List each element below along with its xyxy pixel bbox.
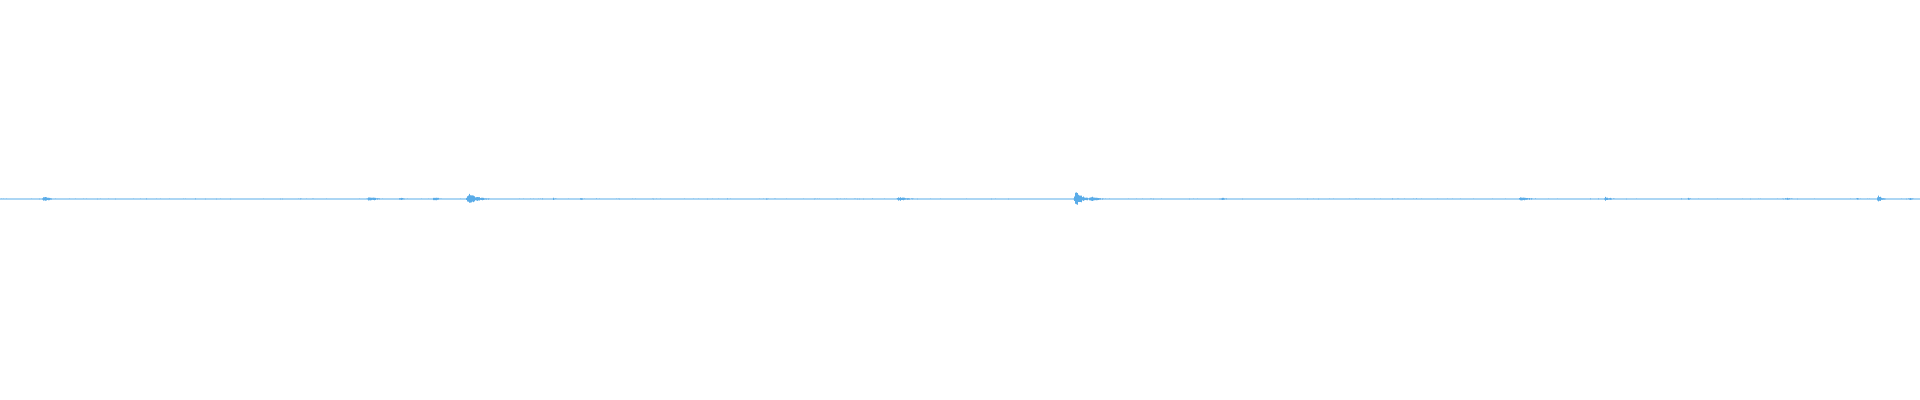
waveform-trace: [0, 192, 1920, 205]
